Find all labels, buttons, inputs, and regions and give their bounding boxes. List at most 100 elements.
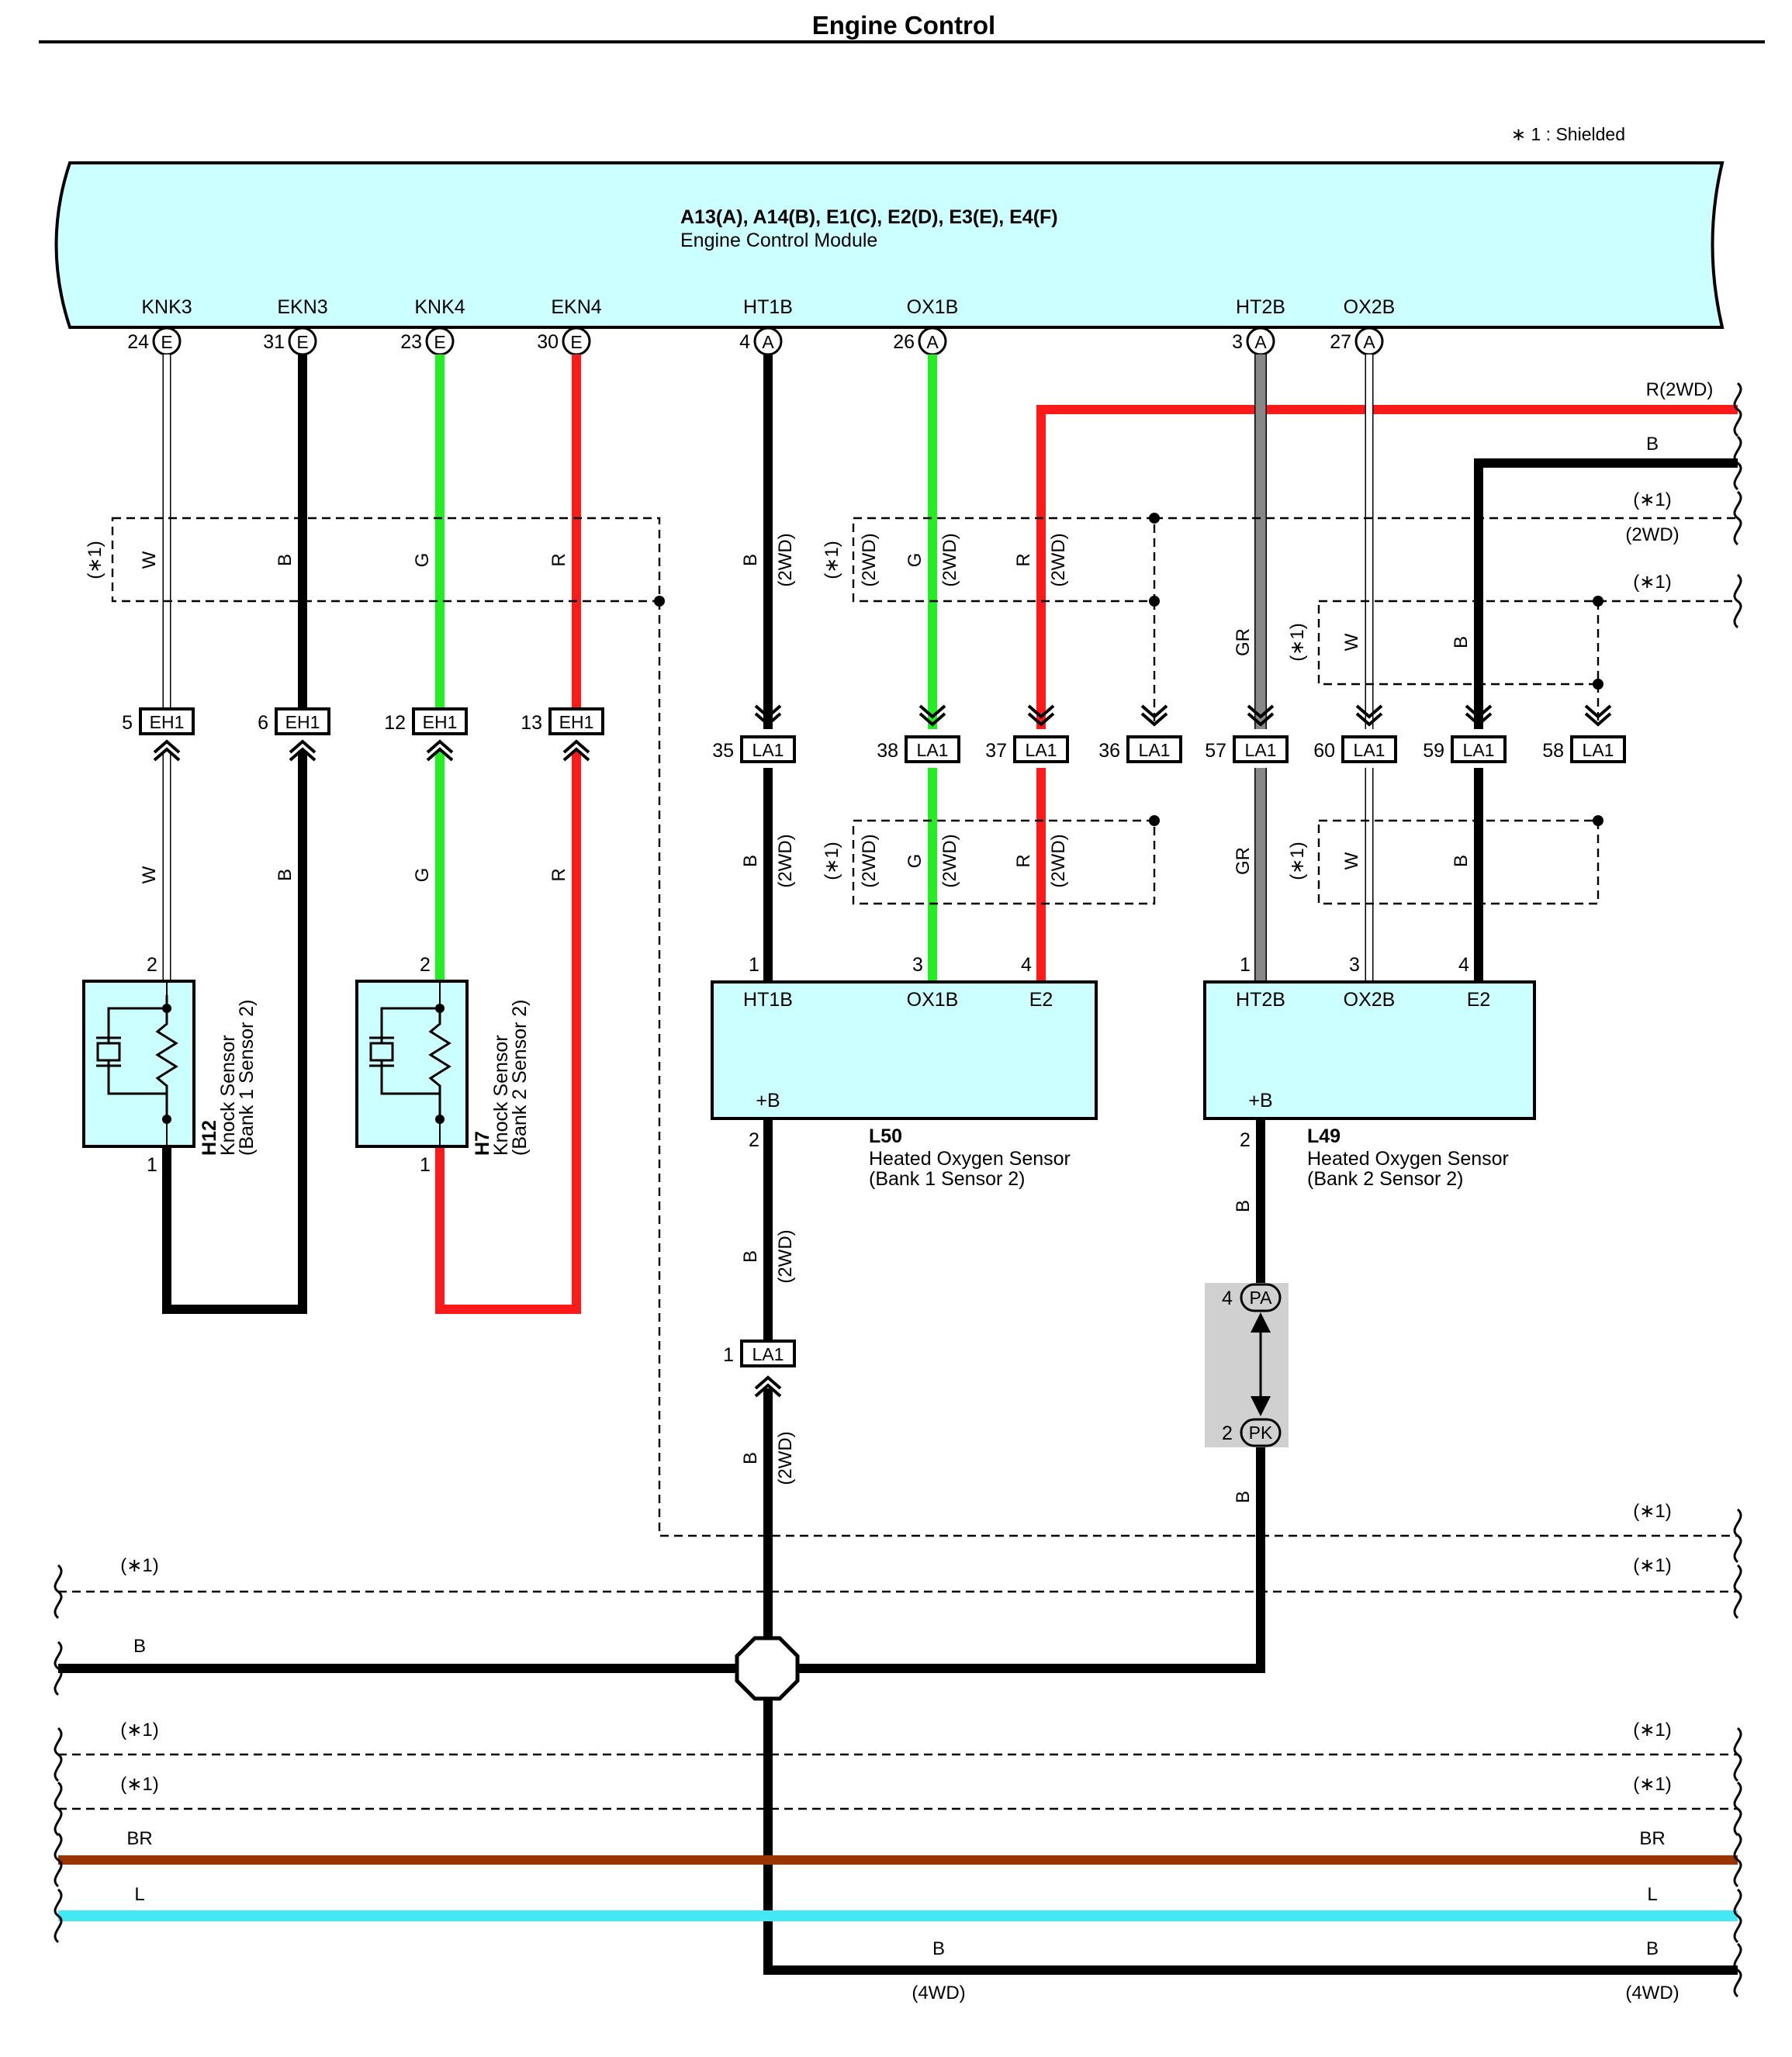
wire-e2-b: [1474, 458, 1738, 982]
eh1-connector-1-box: [275, 707, 330, 735]
ecm-pin-label-knk3: KNK3: [141, 296, 192, 318]
l49-power-pin: 2: [1240, 1129, 1251, 1151]
page-title: Engine Control: [812, 11, 995, 40]
eh1-pin-number: 12: [384, 712, 406, 734]
piezo-symbol-icon: [369, 1007, 451, 1121]
shield-o2-2-upper: [1317, 600, 1600, 686]
ecm-pin-conn: A: [1363, 332, 1375, 352]
la1-connector-5-box: [1341, 735, 1397, 763]
la1-pin-number: 60: [1313, 740, 1335, 762]
l49-power: +B: [1248, 1090, 1272, 1111]
ecm-pin-label-knk4: KNK4: [414, 296, 465, 318]
la1-connector-5-code: LA1: [1354, 740, 1386, 760]
label-b-plusb-l50: B: [740, 1250, 761, 1263]
break-mark-left: [54, 1888, 63, 1944]
label-2wd-shield-o2-1: (2WD): [859, 533, 880, 586]
break-mark-right: [1733, 1942, 1742, 1998]
l49-terminal-e2: E2: [1467, 989, 1491, 1011]
label-r-2wd-right: R(2WD): [1646, 379, 1714, 400]
label-shield-knock: (∗1): [85, 541, 106, 579]
h12-name: Knock Sensor: [217, 1035, 239, 1156]
eh1-connector-0-box: [139, 707, 195, 735]
ecm-pin-label-ht1b: HT1B: [743, 296, 793, 318]
label-g-ox1b: G: [905, 553, 925, 568]
label-b-ekn3-lower: B: [275, 869, 296, 881]
label-2wd-ox1b-lower: (2WD): [939, 834, 960, 887]
l49-pin-1: 1: [1240, 954, 1251, 976]
shield-o2-1-upper: [852, 517, 1156, 603]
eh1-connector-3-code: EH1: [559, 712, 594, 732]
ecm-pin-label-ekn4: EKN4: [551, 296, 601, 318]
label-shield-right-1: (∗1): [1633, 489, 1671, 510]
label-w-ox2b: W: [1341, 633, 1362, 651]
ecm-pin-number: 4: [739, 331, 750, 353]
l49-terminal-ht2b: HT2B: [1236, 989, 1285, 1011]
label-2wd-right: (2WD): [1625, 524, 1679, 545]
shield-junction-dot: [1593, 815, 1603, 826]
h7-name: Knock Sensor: [490, 1035, 512, 1156]
label-shield-o2-2-lower: (∗1): [1287, 842, 1308, 880]
label-b-ht1b: B: [740, 554, 761, 566]
h7-pin-top: 2: [420, 954, 431, 976]
la1-connector-0-code: LA1: [752, 740, 784, 760]
break-mark-right: [1733, 1888, 1742, 1944]
shield-junction-dot: [1593, 679, 1603, 690]
wire-ekn4-r: [435, 354, 581, 1314]
ecm-pin-number: 30: [537, 331, 559, 353]
l50-terminal-e2: E2: [1029, 989, 1053, 1011]
eh1-pin-number: 13: [521, 712, 542, 734]
label-r-ekn4: R: [548, 553, 569, 566]
h7-code: H7: [472, 1131, 493, 1156]
shield-junction-dot: [1149, 815, 1160, 826]
junction-pa-pk: PA 4 PK 2: [1205, 1283, 1289, 1447]
legend-note: ∗ 1 : Shielded: [1511, 124, 1625, 144]
knock-sensor-h12: 2 1 H12 Knock Sensor (Bank 1 Sensor 2): [82, 954, 258, 1176]
pa-code: PA: [1250, 1288, 1273, 1308]
ecm-pin-conn: E: [296, 332, 308, 352]
label-w-ox2b-lower: W: [1341, 852, 1362, 869]
chevron-down-icon: [1584, 704, 1612, 727]
chevron-down-icon: [754, 704, 782, 727]
break-mark-right: [1733, 1781, 1742, 1837]
label-br-right: BR: [1639, 1828, 1665, 1849]
shield-o2-2-lower: [1317, 819, 1600, 905]
label-shield-right-2: (∗1): [1633, 572, 1671, 593]
break-mark-left: [54, 1727, 63, 1782]
la1-pin-number: 35: [712, 740, 734, 762]
la1-lower-connector-box: [740, 1340, 796, 1367]
break-mark-group: [54, 382, 1742, 1998]
l50-power: +B: [756, 1090, 780, 1111]
label-b-right: B: [1646, 434, 1659, 455]
h12-code: H12: [199, 1120, 220, 1156]
label-b-4wd-mid: B: [932, 1938, 945, 1959]
la1-pin-number: 59: [1423, 740, 1444, 762]
eh1-connector-1-code: EH1: [285, 712, 320, 732]
la1-lower-pin: 1: [723, 1344, 734, 1366]
label-shield-right-5: (∗1): [1633, 1720, 1671, 1741]
break-mark-left: [54, 1832, 63, 1888]
la1-connector-7-code: LA1: [1583, 740, 1614, 760]
label-2wd-plusb-l50: (2WD): [775, 1229, 796, 1283]
label-4wd-mid: (4WD): [912, 1983, 965, 2003]
label-b-4wd-right: B: [1646, 1938, 1659, 1959]
shield-junction-dot: [1149, 596, 1160, 607]
label-2wd-la1-lower: (2WD): [775, 1431, 796, 1485]
pk-code: PK: [1249, 1423, 1273, 1443]
eh1-connector-3-box: [548, 707, 604, 735]
wire-e2-r-2wd: [1036, 405, 1738, 982]
break-mark-left: [54, 1640, 63, 1696]
chevron-up-icon: [754, 1375, 782, 1398]
l49-name: Heated Oxygen Sensor: [1307, 1148, 1509, 1170]
l49-terminal-ox2b: OX2B: [1344, 989, 1396, 1011]
label-shield-left-4: (∗1): [120, 1555, 158, 1576]
chevron-down-icon: [1140, 704, 1168, 727]
break-mark-right: [1733, 490, 1742, 546]
chevron-up-icon: [153, 739, 181, 762]
label-shield-o2-2: (∗1): [1287, 623, 1308, 661]
eh1-connector-2-code: EH1: [423, 712, 458, 732]
knock-sensor-h7: 2 1 H7 Knock Sensor (Bank 2 Sensor 2): [355, 954, 531, 1176]
label-2wd-e2: (2WD): [1048, 533, 1069, 586]
shield-junction-dot: [1149, 513, 1160, 524]
break-mark-right: [1733, 1564, 1742, 1620]
la1-connector-2-code: LA1: [1026, 740, 1057, 760]
